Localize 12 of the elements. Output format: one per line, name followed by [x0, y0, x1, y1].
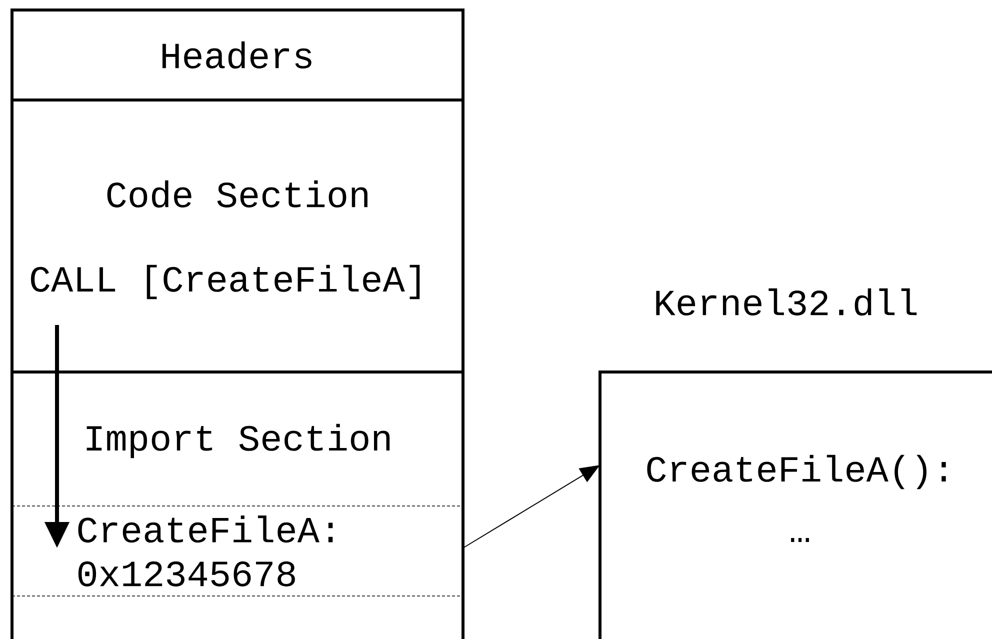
ellipsis: …: [791, 538, 809, 542]
function-label: CreateFileA():: [647, 454, 946, 490]
entry-text: CreateFileA: 0x12345678: [78, 516, 333, 586]
section-label: Code Section: [107, 180, 368, 208]
module-box: [598, 370, 992, 639]
section-box: [10, 98, 464, 374]
code-line: CALL [CreateFileA]: [30, 264, 420, 300]
headers-box: [10, 8, 464, 102]
section-box: [10, 370, 464, 639]
module-heading: Kernel32.dll: [656, 288, 917, 316]
section-label: Headers: [162, 41, 312, 69]
section-label: Import Section: [86, 424, 390, 458]
